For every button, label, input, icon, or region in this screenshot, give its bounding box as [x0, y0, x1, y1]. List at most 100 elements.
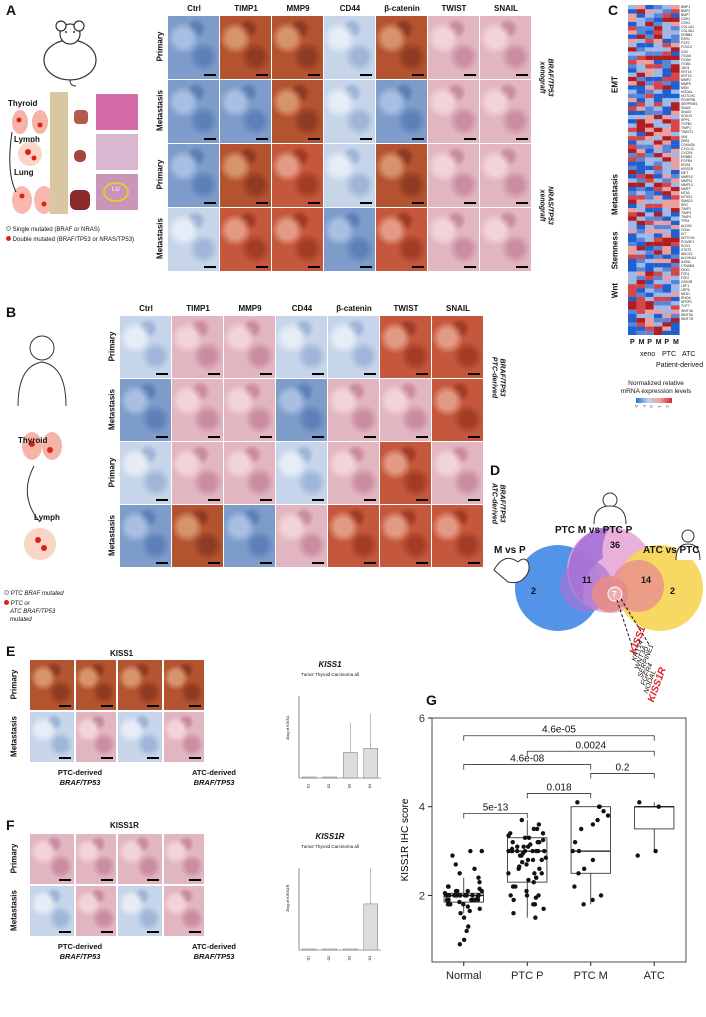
heatmap-cell [628, 131, 637, 137]
heatmap-cell [636, 131, 646, 137]
heatmap-cell [636, 110, 646, 116]
y-tick-label: 4 [419, 802, 425, 814]
data-point [466, 924, 471, 929]
heatmap-cell [628, 13, 637, 18]
legend-single-a: Single mutated (BRAF or NRAS) [6, 226, 100, 234]
scale-bar [360, 202, 372, 204]
data-point [530, 857, 536, 863]
heatmap-cell [645, 119, 654, 124]
heatmap-cell [645, 178, 654, 183]
heatmap-cell [653, 326, 663, 331]
heatmap-cell [628, 216, 637, 221]
data-point [534, 875, 539, 880]
heatmap-cell [628, 288, 637, 293]
b-ihc-tile-r0-c2 [224, 316, 275, 378]
heatmap-cell [671, 229, 680, 234]
heatmap-cell [636, 60, 646, 65]
scale-bar [204, 202, 216, 204]
data-point [653, 848, 658, 854]
heatmap-cell [628, 106, 637, 111]
heatmap-cell [628, 38, 637, 44]
heatmap-cell [671, 182, 680, 188]
data-point [476, 875, 481, 880]
heatmap-cell [653, 115, 663, 120]
b-group-l2-1: BRAF/TP53 [498, 484, 506, 523]
e-tile-r0-c0 [30, 660, 74, 710]
y-label: 2log of KISS1 [285, 715, 290, 740]
heatmap-cell [645, 60, 654, 65]
scale-bar [189, 757, 201, 759]
b-col-header-4: β-catenin [336, 304, 372, 313]
a-ihc-tile-r2-c1 [220, 144, 271, 207]
p-value-label: 0.0024 [575, 740, 606, 751]
scale-bar [308, 266, 320, 268]
heatmap-cell [662, 157, 671, 162]
heatmap-cell [636, 153, 646, 158]
f-tile-r0-c2 [118, 834, 162, 884]
heatmap-cell [662, 89, 671, 95]
heatmap-cell [671, 148, 680, 154]
plot-frame [431, 717, 687, 963]
heatmap-cell [636, 102, 646, 107]
heatmap-cell [671, 170, 680, 175]
scale-bar [308, 74, 320, 76]
heatmap-cell [636, 330, 646, 335]
heatmap-cell [662, 330, 671, 335]
scale-bar [312, 562, 324, 564]
heatmap-cell [653, 313, 663, 319]
heatmap-cell [671, 191, 680, 196]
heatmap-cell [645, 288, 654, 293]
heatmap-cell [628, 72, 637, 78]
heatmap-cell [636, 258, 646, 264]
heatmap-cell [653, 148, 663, 154]
heat-tick-0: -2 [633, 404, 639, 409]
b-ihc-tile-r0-c5 [380, 316, 431, 378]
organ-lung-a: Lung [14, 168, 34, 177]
heatmap-cell [653, 174, 663, 179]
heatmap-cell [628, 9, 637, 14]
heatmap-cell [653, 38, 663, 44]
scale-bar [101, 705, 113, 707]
heatmap-cell [636, 326, 646, 331]
heatmap-cell [628, 296, 637, 302]
data-point [539, 857, 544, 863]
bar [343, 948, 358, 951]
heatmap-cell [662, 51, 671, 56]
bar [363, 903, 378, 951]
heatmap-cell [645, 64, 654, 69]
heatmap-cell [662, 288, 671, 293]
f-row-label-0: Primary [9, 843, 19, 874]
data-point [445, 884, 451, 889]
heatmap-cell [662, 212, 671, 217]
heatmap-cell [653, 119, 663, 124]
scale-bar [204, 138, 216, 140]
data-point [477, 906, 482, 911]
venn-label-atc: ATC vs PTC [643, 545, 700, 556]
heatmap-cell [636, 89, 646, 95]
f-tile-r1-c2 [118, 886, 162, 936]
scale-bar [147, 705, 159, 707]
heatmap-cell [653, 106, 663, 111]
scale-bar [156, 436, 168, 438]
scale-bar [260, 373, 272, 375]
heatmap-cell [645, 136, 654, 141]
scale-bar [189, 931, 201, 933]
venn-label-ptc: PTC M vs PTC P [555, 525, 633, 536]
data-point [598, 893, 604, 898]
heatmap-cell [671, 296, 680, 302]
heatmap-cell [636, 76, 646, 82]
heatmap-cell [628, 51, 637, 56]
scale-bar [204, 266, 216, 268]
heat-cat-wnt: Wnt [610, 282, 620, 299]
heatmap-cell [653, 178, 663, 183]
heatmap-cell [662, 271, 671, 276]
panel-label-a: A [6, 2, 17, 18]
a-ihc-tile-r3-c4 [376, 208, 427, 271]
heatmap-cell [662, 55, 671, 61]
heatmap-cell [653, 241, 663, 247]
b-ihc-tile-r0-c6 [432, 316, 483, 378]
heatmap-cell [671, 127, 680, 133]
heatmap-cell [636, 237, 646, 243]
heatmap-cell [636, 148, 646, 154]
heatmap-cell [645, 165, 654, 171]
